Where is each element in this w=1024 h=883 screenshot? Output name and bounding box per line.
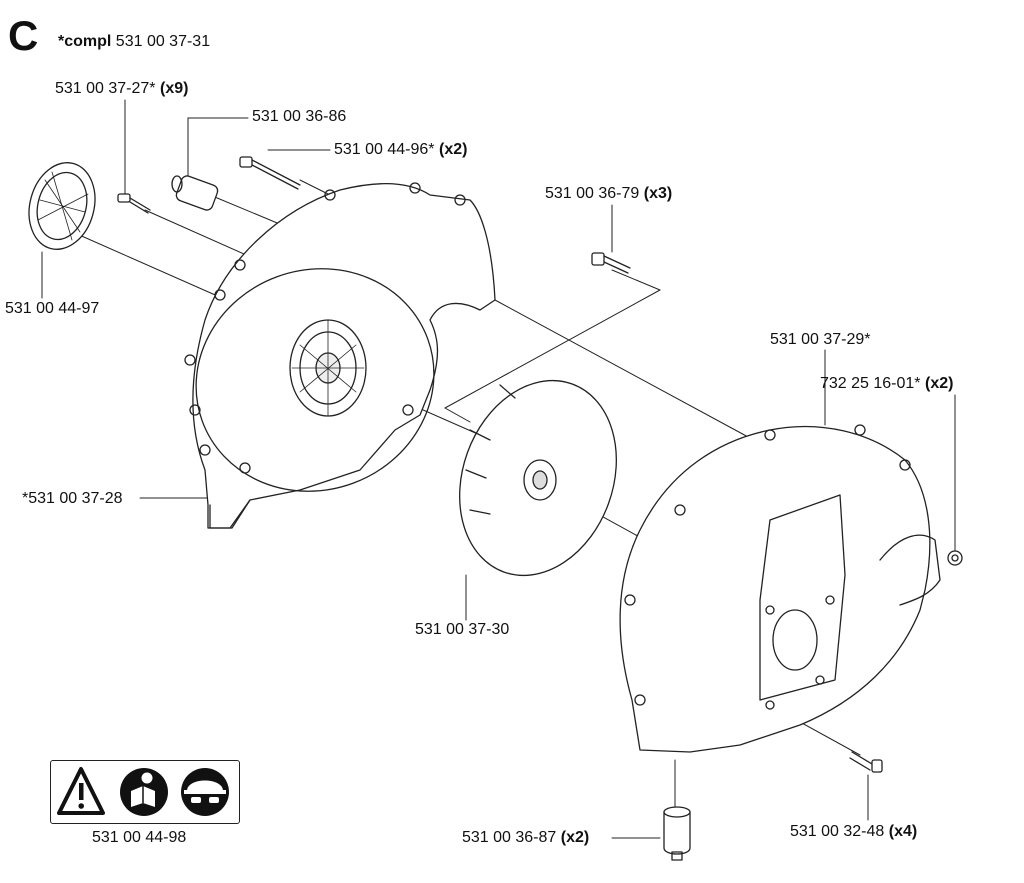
- part-number: 531 00 44-98: [92, 829, 187, 846]
- part-label-531-00-37-30: 531 00 37-30: [415, 621, 509, 639]
- part-qty: (x2): [438, 141, 468, 158]
- screw-part-a: [117, 193, 151, 214]
- part-label-531-00-44-96: 531 00 44-96* (x2): [334, 141, 467, 159]
- part-label-531-00-36-86: 531 00 36-86: [252, 108, 346, 126]
- part-qty: (x2): [924, 375, 954, 392]
- long-bolt-part: [239, 156, 301, 190]
- nut-part: [947, 550, 963, 566]
- rear-housing-part: [619, 424, 941, 753]
- safety-helmet-icon: [181, 768, 229, 816]
- front-cover-part: [184, 182, 496, 529]
- part-number: 732 25 16-01*: [820, 375, 921, 392]
- part-label-531-00-32-48: 531 00 32-48 (x4): [790, 823, 917, 841]
- part-qty: (x3): [643, 185, 673, 202]
- warning-triangle-icon: [57, 767, 105, 815]
- part-label-531-00-37-28: *531 00 37-28: [22, 490, 123, 508]
- warning-decal-box: [50, 760, 240, 824]
- compl-prefix: *compl: [58, 33, 112, 50]
- intake-grille-part: [28, 162, 96, 250]
- section-letter: C: [8, 12, 39, 59]
- part-label-531-00-37-29: 531 00 37-29*: [770, 331, 871, 349]
- complete-assembly-label: *compl 531 00 37-31: [58, 33, 210, 51]
- part-number: 531 00 37-30: [415, 621, 510, 638]
- part-qty: (x2): [560, 829, 590, 846]
- screw-part-b: [591, 252, 631, 274]
- rubber-foot-part: [663, 806, 691, 861]
- part-qty: (x9): [159, 80, 189, 97]
- part-number: 531 00 36-86: [252, 108, 347, 125]
- bumper-part: [171, 175, 219, 211]
- part-label-531-00-36-79: 531 00 36-79 (x3): [545, 185, 672, 203]
- warning-decal-icons: [57, 767, 229, 816]
- compl-number: 531 00 37-31: [115, 33, 211, 50]
- part-label-531-00-36-87: 531 00 36-87 (x2): [462, 829, 589, 847]
- part-label-531-00-44-98: 531 00 44-98: [92, 829, 186, 847]
- part-number: 531 00 44-96*: [334, 141, 435, 158]
- part-number: 531 00 37-29*: [770, 331, 871, 348]
- part-label-732-25-16-01: 732 25 16-01* (x2): [820, 375, 953, 393]
- part-number: 531 00 37-27*: [55, 80, 156, 97]
- part-label-531-00-37-27: 531 00 37-27* (x9): [55, 80, 188, 98]
- part-number: 531 00 32-48: [790, 823, 885, 840]
- fan-wheel-part: [459, 379, 617, 577]
- screw-part-c: [849, 751, 883, 773]
- part-number: 531 00 36-87: [462, 829, 557, 846]
- read-manual-icon: [120, 768, 168, 816]
- leader-lines: [41, 99, 956, 839]
- part-label-531-00-44-97: 531 00 44-97: [5, 300, 99, 318]
- part-number: *531 00 37-28: [22, 490, 123, 507]
- part-qty: (x4): [888, 823, 918, 840]
- part-number: 531 00 44-97: [5, 300, 100, 317]
- part-number: 531 00 36-79: [545, 185, 640, 202]
